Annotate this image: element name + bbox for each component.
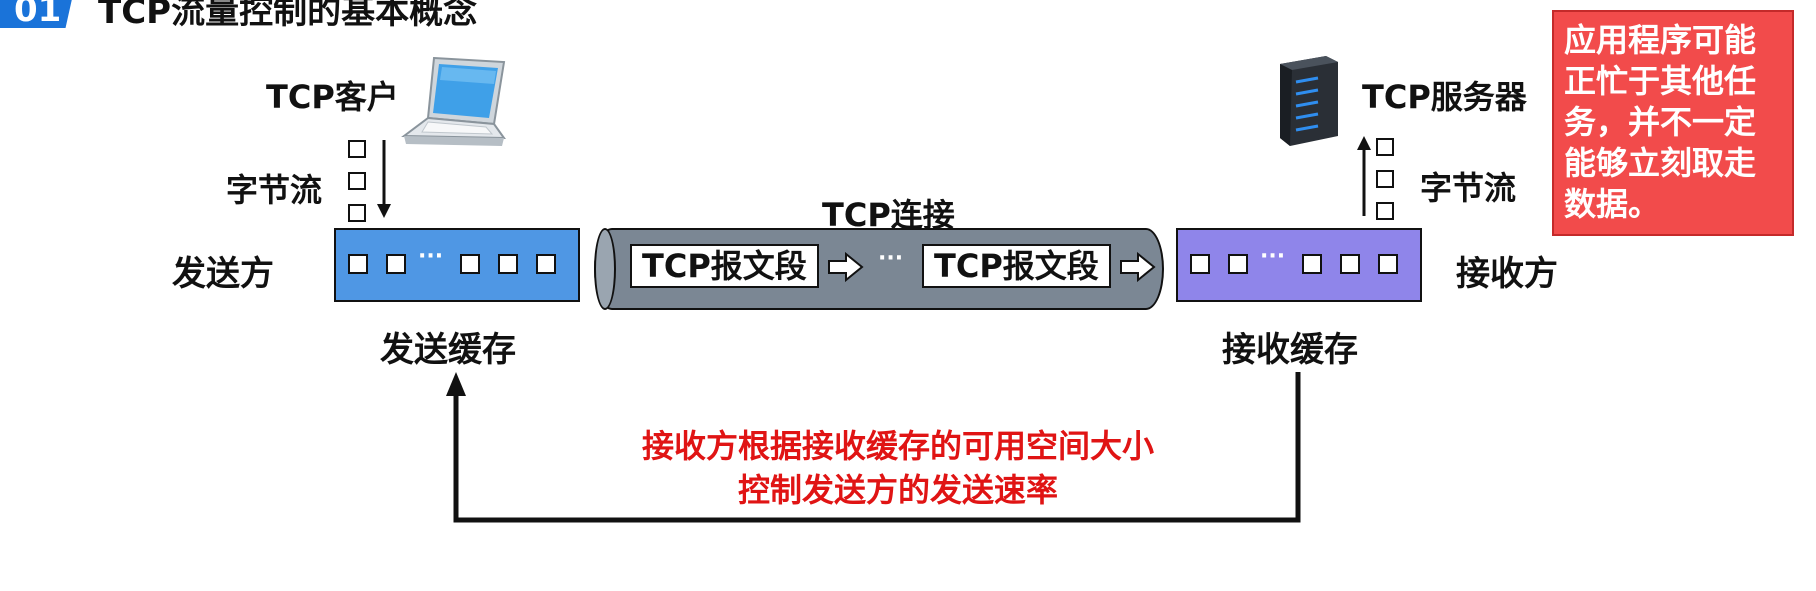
sender-role-label: 发送方 [172, 254, 274, 294]
send-buffer-ellipsis: ··· [418, 244, 444, 269]
receive-buffer-label: 接收缓存 [1222, 330, 1358, 370]
receive-buffer: ··· [1176, 228, 1422, 302]
tcp-connection-label: TCP连接 [822, 196, 955, 234]
client-byte-stream-label: 字节流 [226, 171, 323, 209]
send-buffer: ··· [334, 228, 580, 302]
receive-buffer-ellipsis: ··· [1260, 244, 1286, 269]
send-buffer-cell-2 [386, 254, 406, 274]
server-icon [1280, 56, 1338, 146]
feedback-note-line-2: 控制发送方的发送速率 [737, 471, 1058, 509]
feedback-note: 接收方根据接收缓存的可用空间大小 控制发送方的发送速率 [560, 424, 1236, 512]
page-title: TCP流量控制的基本概念 [98, 0, 478, 32]
feedback-note-line-1: 接收方根据接收缓存的可用空间大小 [641, 427, 1154, 465]
tcp-connection-pipe: TCP报文段 ··· TCP报文段 [594, 228, 1164, 310]
callout-box: 应用程序可能正忙于其他任务，并不一定能够立刻取走数据。 [1552, 10, 1794, 236]
tcp-segment-1: TCP报文段 [630, 244, 819, 288]
receive-buffer-cell-5 [1378, 254, 1398, 274]
tcp-segment-2: TCP报文段 [922, 244, 1111, 288]
receive-buffer-cell-4 [1340, 254, 1360, 274]
server-up-arrow [1357, 136, 1371, 216]
section-badge-number: 01 [14, 0, 62, 30]
pipe-end-cap [594, 228, 616, 310]
send-buffer-label: 发送缓存 [380, 330, 516, 370]
server-label: TCP服务器 [1362, 78, 1527, 116]
send-buffer-cell-5 [536, 254, 556, 274]
send-buffer-cell-3 [460, 254, 480, 274]
receiver-role-label: 接收方 [1456, 254, 1558, 294]
client-byte-square-1 [348, 140, 366, 158]
callout-text: 应用程序可能正忙于其他任务，并不一定能够立刻取走数据。 [1564, 21, 1757, 223]
send-buffer-cell-1 [348, 254, 368, 274]
segment-1-arrow-icon [828, 252, 864, 282]
server-byte-square-3 [1376, 202, 1394, 220]
client-label: TCP客户 [266, 78, 399, 116]
receive-buffer-cell-1 [1190, 254, 1210, 274]
server-byte-stream-label: 字节流 [1420, 169, 1517, 207]
client-down-arrow [377, 140, 391, 218]
section-badge: 01 [0, 0, 78, 28]
receive-buffer-cell-3 [1302, 254, 1322, 274]
server-byte-square-1 [1376, 138, 1394, 156]
client-byte-square-3 [348, 204, 366, 222]
segment-2-arrow-icon [1120, 252, 1156, 282]
laptop-icon [401, 56, 506, 146]
server-byte-square-2 [1376, 170, 1394, 188]
send-buffer-cell-4 [498, 254, 518, 274]
receive-buffer-cell-2 [1228, 254, 1248, 274]
client-byte-square-2 [348, 172, 366, 190]
pipe-ellipsis: ··· [878, 246, 904, 271]
